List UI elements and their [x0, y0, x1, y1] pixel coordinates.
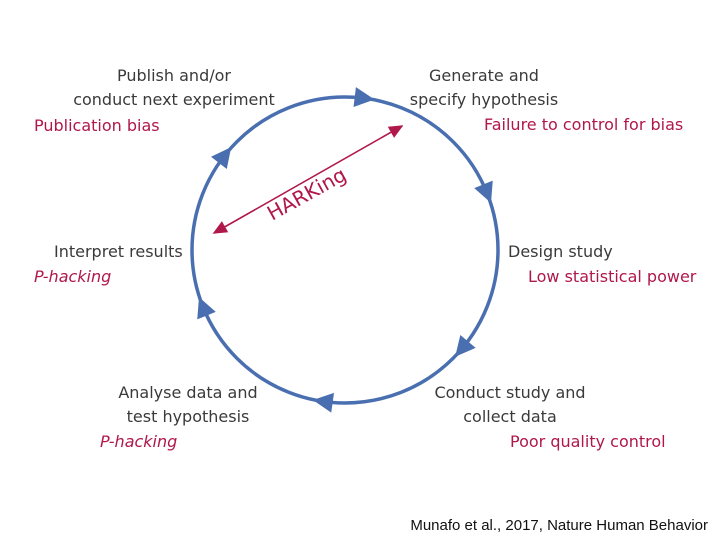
- stage-conduct: Conduct study and collect data: [430, 381, 590, 429]
- stage-generate: Generate and specify hypothesis: [404, 64, 564, 112]
- stage-conduct-line1: Conduct study and: [434, 383, 586, 402]
- stage-design: Design study: [508, 242, 613, 261]
- stage-conduct-line2: collect data: [463, 407, 557, 426]
- harking-arrow: [212, 125, 404, 234]
- stage-publish: Publish and/or conduct next experiment: [72, 64, 276, 112]
- stage-analyse-line1: Analyse data and: [118, 383, 258, 402]
- stage-publish-line1: Publish and/or: [117, 66, 231, 85]
- stage-interpret: Interpret results: [54, 242, 183, 261]
- arrow-to-conduct: [455, 335, 476, 357]
- arrow-to-publish: [211, 147, 232, 170]
- arrow-to-interpret: [197, 297, 216, 320]
- bias-publication: Publication bias: [34, 116, 160, 135]
- harking-label: HARKing: [263, 162, 350, 225]
- cycle-circle: [190, 95, 500, 405]
- stage-analyse: Analyse data and test hypothesis: [108, 381, 268, 429]
- arrow-to-analyse: [312, 392, 335, 413]
- bias-p-hacking-interpret: P-hacking: [34, 267, 112, 286]
- citation-caption: Munafo et al., 2017, Nature Human Behavi…: [410, 517, 708, 534]
- stage-publish-line2: conduct next experiment: [73, 90, 275, 109]
- bias-low-power: Low statistical power: [528, 267, 697, 286]
- arrow-to-design: [474, 180, 493, 203]
- stage-generate-line2: specify hypothesis: [409, 90, 559, 109]
- arrow-to-generate: [353, 87, 375, 107]
- stage-analyse-line2: test hypothesis: [126, 407, 250, 426]
- stage-generate-line1: Generate and: [429, 66, 539, 85]
- bias-poor-quality: Poor quality control: [510, 432, 666, 451]
- bias-failure-control: Failure to control for bias: [484, 115, 684, 134]
- bias-p-hacking-analyse: P-hacking: [100, 432, 178, 451]
